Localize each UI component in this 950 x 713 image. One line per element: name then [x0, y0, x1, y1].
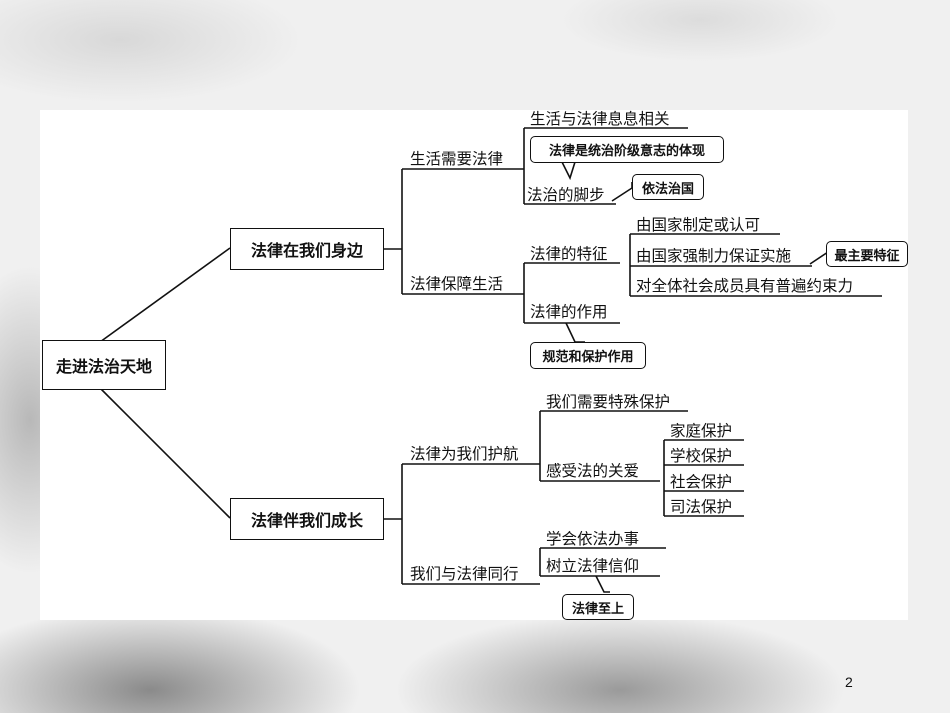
branch-node-law-grows-with-us: 法律伴我们成长: [230, 498, 384, 540]
sub-node-law-escorts-us: 法律为我们护航: [410, 445, 519, 463]
protection-item: 家庭保护: [670, 422, 733, 440]
sub-node-walk-with-law: 我们与法律同行: [410, 565, 519, 583]
protection-item: 司法保护: [670, 498, 733, 516]
leaf-life-and-law: 生活与法律息息相关: [530, 110, 670, 128]
root-node: 走进法治天地: [42, 340, 166, 390]
callout-bubble-law-supreme: 法律至上: [562, 594, 634, 620]
callout-bubble-main-feature: 最主要特征: [826, 241, 908, 267]
leaf-feel-law-care: 感受法的关爱: [546, 462, 640, 480]
page-number: 2: [845, 674, 853, 690]
callout-bubble-regulate-and-protect: 规范和保护作用: [530, 342, 646, 369]
sub-node-law-protects-life: 法律保障生活: [410, 275, 504, 293]
branch-node-law-around-us: 法律在我们身边: [230, 228, 384, 270]
leaf-law-features: 法律的特征: [530, 245, 608, 263]
callout-bubble-rule-by-law: 依法治国: [632, 174, 704, 200]
feature-item: 由国家强制力保证实施: [636, 247, 792, 265]
leaf-law-faith: 树立法律信仰: [546, 557, 640, 575]
leaf-law-functions: 法律的作用: [530, 303, 608, 321]
leaf-rule-of-law-steps: 法治的脚步: [527, 186, 605, 204]
protection-item: 学校保护: [670, 447, 733, 465]
leaf-special-protection: 我们需要特殊保护: [546, 393, 671, 411]
diagram-panel: [40, 110, 908, 620]
feature-item: 对全体社会成员具有普遍约束力: [636, 277, 854, 295]
sub-node-life-needs-law: 生活需要法律: [410, 150, 504, 168]
leaf-act-by-law: 学会依法办事: [546, 530, 640, 548]
protection-item: 社会保护: [670, 473, 733, 491]
callout-bubble-will-of-ruling-class: 法律是统治阶级意志的体现: [530, 136, 724, 163]
feature-item: 由国家制定或认可: [636, 216, 761, 234]
